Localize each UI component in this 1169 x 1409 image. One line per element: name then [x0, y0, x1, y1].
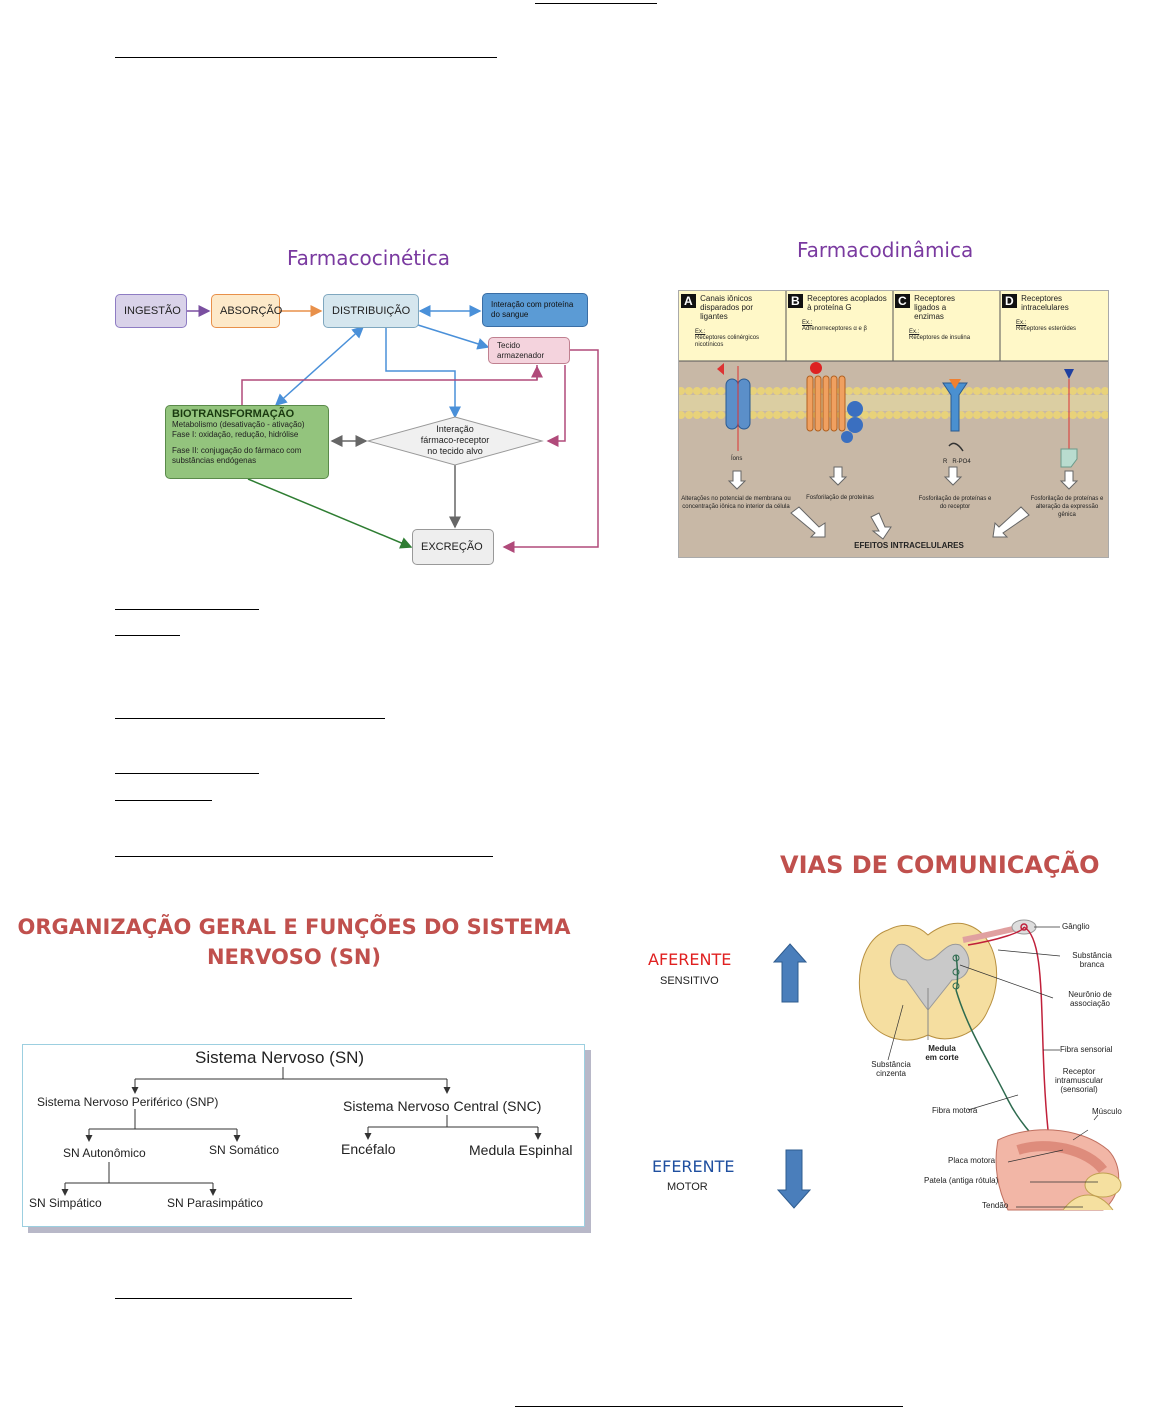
panel-c-label: R R-PO4: [943, 459, 971, 465]
panel-b-letter: B: [788, 294, 803, 308]
simpatico-node: SN Simpático: [29, 1196, 102, 1210]
somatico-node: SN Somático: [209, 1143, 280, 1157]
heading-rule: [515, 1406, 903, 1407]
heading-rule: [115, 57, 497, 58]
panel-d-example: Receptores esteróides: [1016, 326, 1077, 332]
receptor-diamond-text: Interação fármaco-receptor no tecido alv…: [400, 424, 510, 457]
receptor-line: fármaco-receptor: [420, 435, 490, 445]
receptor-label: Receptor intramuscular (sensorial): [1054, 1067, 1103, 1094]
panel-a-title: Canais iônicos disparados por ligantes: [700, 294, 754, 321]
heading-rule: [115, 1298, 352, 1299]
organizacao-title: ORGANIZAÇÃO GERAL E FUNÇÕES DO SISTEMA N…: [14, 912, 574, 972]
musculo-label: Músculo: [1092, 1107, 1122, 1116]
panel-a-ex: Ex.:: [695, 329, 706, 335]
fibra-sensorial-label: Fibra sensorial: [1060, 1045, 1113, 1054]
panel-a-letter: A: [681, 294, 696, 308]
biotransformacao-box: BIOTRANSFORMAÇÃO Metabolismo (desativaçã…: [165, 405, 329, 479]
medula-node: Medula Espinhal: [469, 1142, 573, 1158]
panel-c-example: Receptores de insulina: [909, 335, 971, 341]
neuronio-label: Neurônio de associação: [1068, 990, 1112, 1008]
excrecao-box: EXCREÇÃO: [412, 529, 494, 565]
panel-b-example: Adrenorreceptores α e β: [802, 326, 867, 332]
medula-label: Medula em corte: [925, 1044, 959, 1062]
panel-a-effect: Alterações no potencial de membrana ou c…: [681, 496, 791, 510]
panel-d-effect: Fosforilação de proteínas e alteração da…: [1030, 496, 1104, 518]
sensitivo-label: SENSITIVO: [660, 975, 719, 987]
interacao-proteina-box: Interação com proteína do sangue: [482, 293, 588, 327]
subst-cinzenta-label: Substância cinzenta: [871, 1060, 911, 1078]
placa-label: Placa motora: [948, 1156, 996, 1165]
heading-rule: [115, 773, 259, 774]
panel-b-ex: Ex.:: [802, 320, 813, 326]
panel-c-ex: Ex.:: [909, 329, 920, 335]
vias-title: VIAS DE COMUNICAÇÃO: [780, 851, 1100, 879]
receptor-line: Interação: [436, 424, 474, 434]
farmacodinamica-title: Farmacodinâmica: [797, 238, 974, 262]
ganglio-label: Gânglio: [1062, 922, 1090, 931]
subst-branca-label: Substância branca: [1072, 951, 1112, 969]
motor-label: MOTOR: [667, 1181, 708, 1193]
panel-c-header: C Receptores ligados a enzimas Ex.: Rece…: [895, 294, 999, 342]
intracellular-receptor-icon: [1060, 369, 1078, 468]
panel-b-header: B Receptores acoplados à proteína G Ex.:…: [788, 294, 892, 333]
farmacocinetica-diagram: INGESTÃO ABSORÇÃO DISTRIBUIÇÃO Interação…: [108, 285, 618, 570]
panel-d-letter: D: [1002, 294, 1017, 308]
sn-node: Sistema Nervoso (SN): [195, 1048, 365, 1067]
organizacao-title-line1: ORGANIZAÇÃO GERAL E FUNÇÕES DO SISTEMA: [17, 915, 571, 939]
panel-a-header: A Canais iônicos disparados por ligantes…: [681, 294, 785, 349]
panel-b-effect: Fosforilação de proteínas: [806, 495, 874, 501]
heading-rule: [115, 635, 180, 636]
ion-channel-icon: [717, 363, 751, 451]
heading-rule: [115, 856, 493, 857]
efeitos-intracelulares-label: EFEITOS INTRACELULARES: [854, 541, 964, 550]
panel-c-title: Receptores ligados a enzimas: [914, 294, 956, 321]
panel-d-header: D Receptores intracelulares Ex.: Recepto…: [1002, 294, 1106, 333]
sn-tree-diagram: Sistema Nervoso (SN) Sistema Nervoso Per…: [22, 1044, 585, 1227]
panel-a-label: Íons: [731, 456, 743, 462]
parassimpatico-node: SN Parasimpático: [167, 1196, 264, 1210]
autonomico-node: SN Autonômico: [63, 1146, 146, 1160]
panel-c-letter: C: [895, 294, 910, 308]
biotransformacao-line: Fase I: oxidação, redução, hidrólise: [172, 430, 299, 439]
organizacao-title-line2: NERVOSO (SN): [206, 945, 381, 969]
heading-rule: [115, 718, 385, 719]
fibra-motora-label: Fibra motora: [932, 1106, 978, 1115]
panel-c-effect: Fosforilação de proteínas e do receptor: [918, 496, 992, 510]
farmacocinetica-title: Farmacocinética: [287, 246, 450, 270]
biotransformacao-title: BIOTRANSFORMAÇÃO: [172, 408, 295, 420]
panel-d-ex: Ex.:: [1016, 320, 1027, 326]
eferente-label: EFERENTE: [652, 1157, 735, 1176]
panel-a-example: Receptores colinérgicos nicotínicos: [695, 335, 760, 348]
arrow-down-icon: [776, 1149, 812, 1209]
snp-node: Sistema Nervoso Periférico (SNP): [37, 1095, 219, 1109]
g-protein-receptor-icon: [806, 362, 863, 443]
absorcao-box: ABSORÇÃO: [211, 294, 282, 328]
patela-label: Patela (antiga rótula): [924, 1176, 999, 1185]
farmacodinamica-figure: A Canais iônicos disparados por ligantes…: [678, 290, 1109, 558]
aferente-label: AFERENTE: [648, 950, 732, 969]
ingestao-box: INGESTÃO: [115, 294, 187, 328]
encefalo-node: Encéfalo: [341, 1141, 396, 1157]
tecido-armazenador-box: Tecido armazenador: [488, 337, 570, 364]
heading-rule: [115, 800, 212, 801]
panel-d-title: Receptores intracelulares: [1021, 294, 1069, 312]
tendao-label: Tendão: [982, 1201, 1009, 1210]
snc-node: Sistema Nervoso Central (SNC): [343, 1098, 542, 1114]
heading-rule: [115, 609, 259, 610]
panel-b-title: Receptores acoplados à proteína G: [807, 294, 887, 312]
arrow-up-icon: [772, 943, 808, 1003]
heading-rule: [535, 3, 657, 4]
enzyme-receptor-icon: [942, 379, 968, 452]
reflex-arc-illustration: Gânglio Substância branca Neurônio de as…: [848, 910, 1133, 1215]
biotransformacao-line: Fase II: conjugação do fármaco com subst…: [172, 446, 302, 465]
distribuicao-box: DISTRIBUIÇÃO: [323, 294, 419, 328]
receptor-line: no tecido alvo: [427, 446, 483, 456]
biotransformacao-line: Metabolismo (desativação - ativação): [172, 420, 305, 429]
